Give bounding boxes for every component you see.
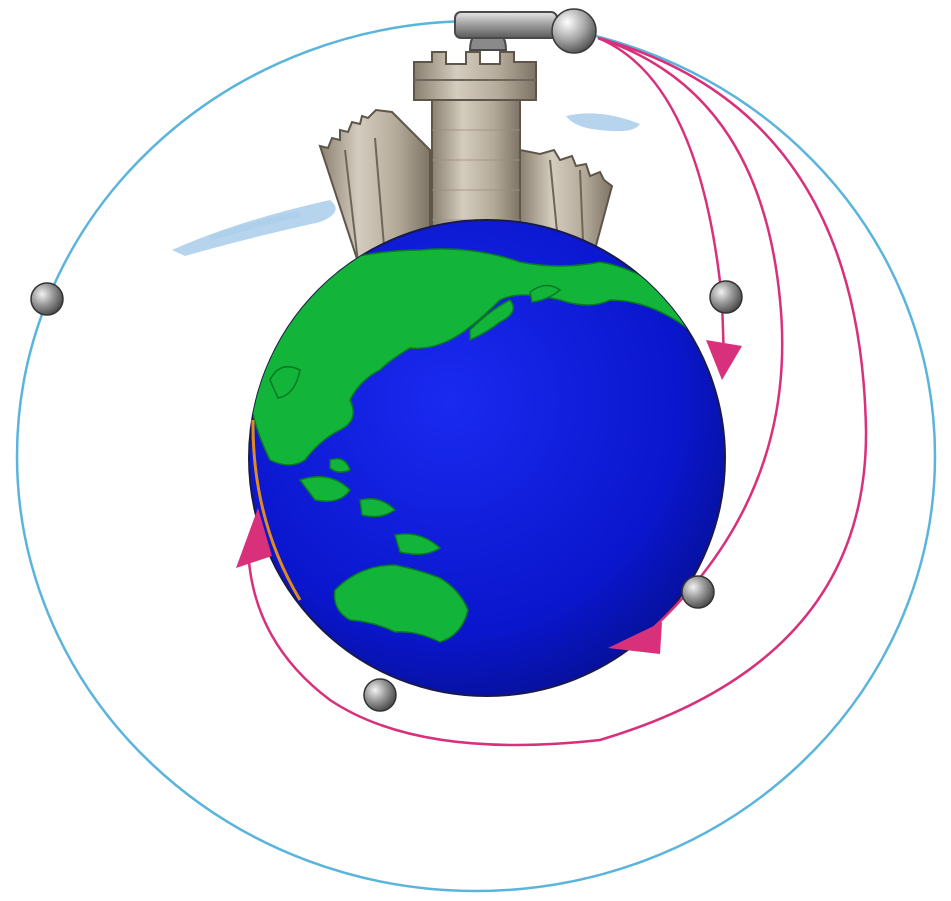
continents: [249, 248, 702, 643]
trajectory-arrows: [236, 340, 742, 654]
cannonball-long: [363, 678, 397, 712]
cannonball-launch: [551, 8, 597, 54]
cloud-right: [566, 113, 640, 132]
cannonball-medium: [681, 575, 715, 609]
arrow-medium: [608, 622, 662, 654]
trajectory-medium: [597, 36, 784, 641]
arrow-long: [236, 508, 272, 568]
trajectories: [246, 36, 868, 747]
cloud-left: [172, 200, 336, 256]
trajectory-long: [246, 36, 868, 747]
cannonball-orbit-left: [30, 282, 64, 316]
earth-globe: [248, 219, 726, 697]
cannonball-short: [709, 280, 743, 314]
cannon-barrel: [454, 11, 558, 39]
arrow-short: [706, 340, 742, 380]
trajectory-short: [597, 36, 726, 361]
